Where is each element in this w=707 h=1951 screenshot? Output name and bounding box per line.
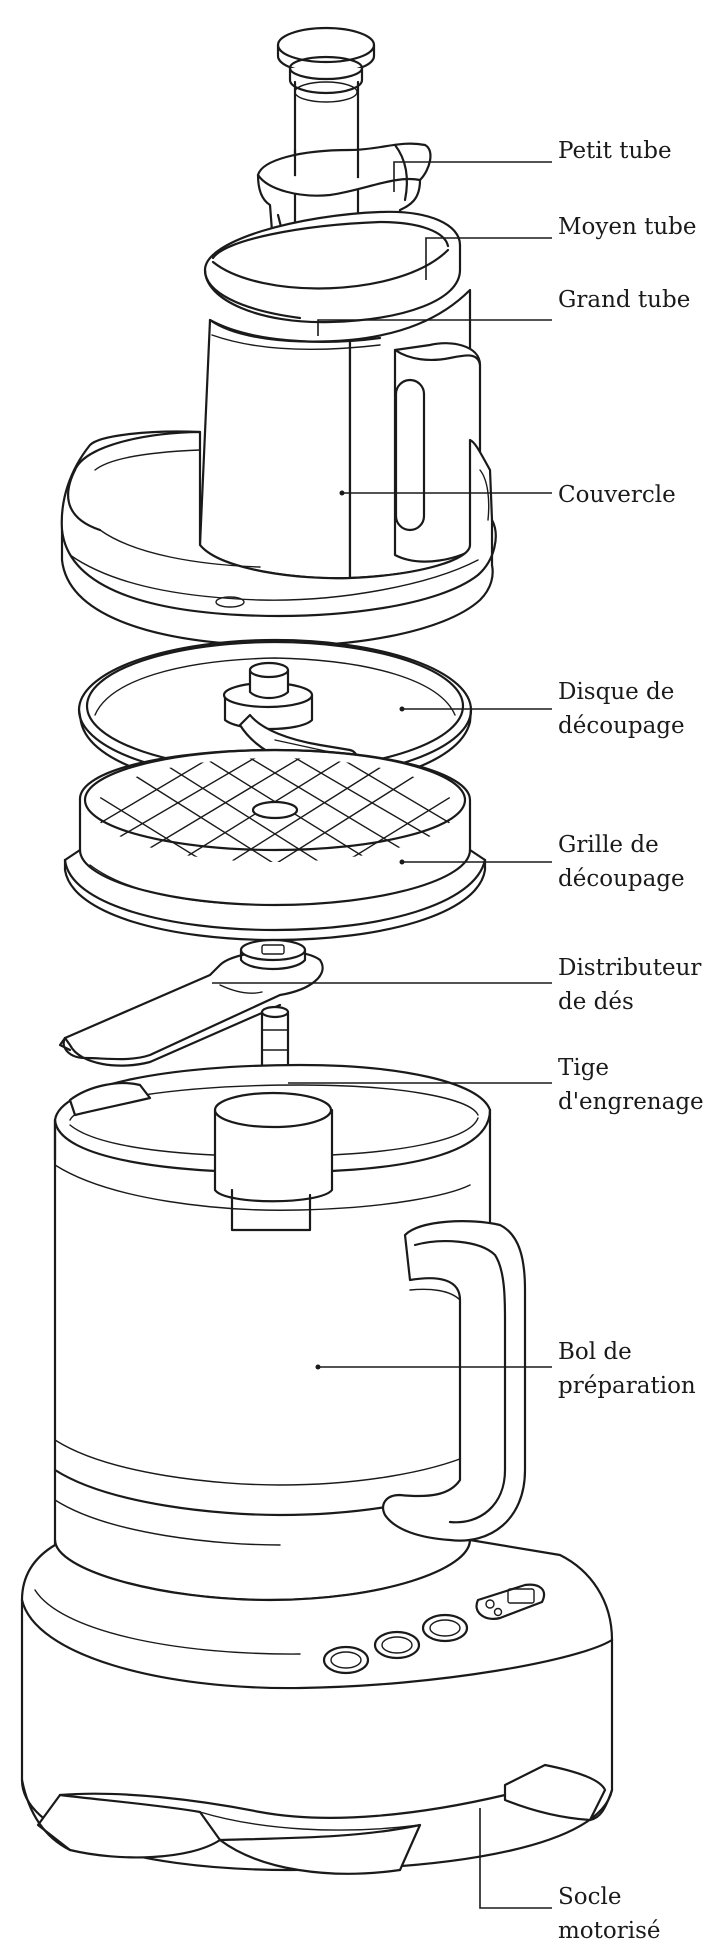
- lid-with-feed-tube: [60, 210, 497, 647]
- label-bol-de-preparation: Bol de préparation: [558, 1339, 696, 1399]
- label-grille-de-decoupage: Grille de découpage: [558, 832, 685, 892]
- dicing-grid: [63, 748, 487, 942]
- label-petit-tube: Petit tube: [558, 138, 672, 164]
- label-couvercle: Couvercle: [558, 482, 676, 508]
- label-disque-de-decoupage: Disque de découpage: [558, 679, 685, 739]
- label-socle-motorise: Socle motorisé: [558, 1884, 661, 1944]
- leader-lines: [212, 161, 552, 1909]
- label-distributeur-de-des: Distributeur de dés: [558, 955, 702, 1015]
- label-grand-tube: Grand tube: [558, 287, 691, 313]
- motor-base: [20, 1538, 614, 1875]
- small-pusher: [276, 26, 376, 232]
- slicing-disc: [77, 638, 473, 792]
- label-tige-dengrenage: Tige d'engrenage: [558, 1055, 704, 1115]
- label-moyen-tube: Moyen tube: [558, 214, 697, 240]
- work-bowl: [53, 1063, 527, 1602]
- dice-distributor: [58, 938, 324, 1067]
